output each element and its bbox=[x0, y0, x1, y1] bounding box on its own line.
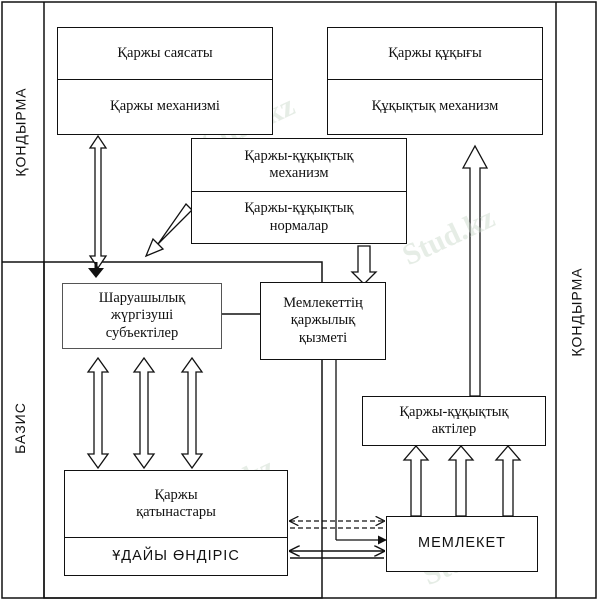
policy-entities-arrow bbox=[88, 134, 108, 270]
fin-law-box: Қаржы құқығы Құқықтық механизм bbox=[327, 27, 543, 135]
entities-relations-arrows bbox=[86, 356, 204, 470]
basis-label: БАЗИС bbox=[11, 402, 28, 454]
state-label: МЕМЛЕКЕТ bbox=[418, 535, 506, 552]
basis-frame bbox=[43, 261, 323, 599]
fin-legal-mechanism-label: Қаржы-құқықтық механизм bbox=[244, 147, 354, 181]
entities-box: Шаруашылық жүргізуші субъектілер bbox=[62, 283, 222, 349]
superstructure-label-left: ҚОНДЫРМА bbox=[12, 87, 29, 177]
state-acts-arrows bbox=[402, 445, 522, 517]
relations-state-arrows bbox=[290, 521, 384, 559]
fin-legal-box: Қаржы-құқықтық механизм Қаржы-құқықтық н… bbox=[191, 138, 407, 244]
fin-policy-label: Қаржы саясаты bbox=[117, 44, 213, 61]
acts-law-arrow bbox=[461, 144, 489, 397]
reproduction-label: ҰДАЙЫ ӨНДІРІС bbox=[65, 537, 287, 575]
legal-mechanism-label: Құқықтық механизм bbox=[328, 79, 542, 134]
superstructure-label-right: ҚОНДЫРМА bbox=[568, 267, 585, 357]
fin-law-label: Қаржы құқығы bbox=[388, 44, 482, 61]
state-box: МЕМЛЕКЕТ bbox=[386, 516, 538, 572]
state-fin-activity-box: Мемлекеттің қаржылық қызметі bbox=[260, 282, 386, 360]
fin-legal-acts-box: Қаржы-құқықтық актілер bbox=[362, 396, 546, 446]
state-fin-activity-label: Мемлекеттің қаржылық қызметі bbox=[283, 294, 363, 346]
fin-relations-box: Қаржы қатынастары ҰДАЙЫ ӨНДІРІС bbox=[64, 470, 288, 576]
legal-entities-arrow bbox=[144, 202, 193, 258]
fin-legal-norms-label: Қаржы-құқықтық нормалар bbox=[192, 191, 406, 243]
legal-statefin-arrow bbox=[350, 245, 378, 285]
statefin-state-line bbox=[335, 360, 387, 545]
fin-policy-box: Қаржы саясаты Қаржы механизмі bbox=[57, 27, 273, 135]
entities-label: Шаруашылық жүргізуші субъектілер bbox=[98, 289, 186, 341]
fin-relations-label: Қаржы қатынастары bbox=[136, 486, 216, 520]
fin-legal-acts-label: Қаржы-құқықтық актілер bbox=[399, 403, 509, 437]
fin-mechanism-label: Қаржы механизмі bbox=[58, 79, 272, 134]
